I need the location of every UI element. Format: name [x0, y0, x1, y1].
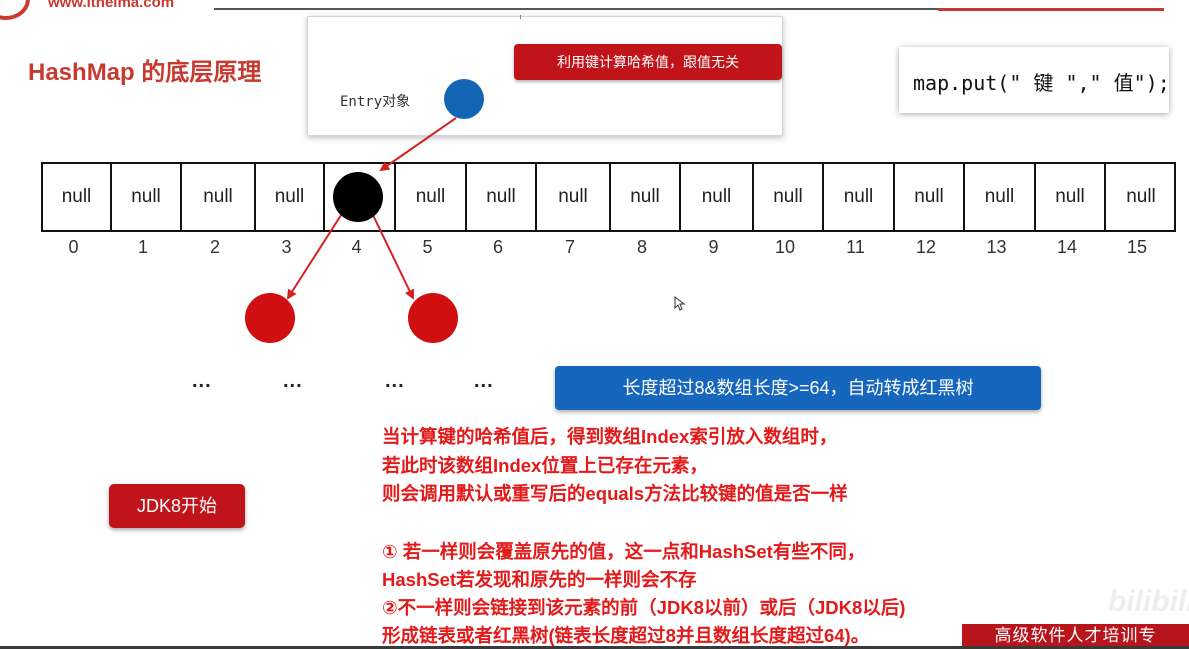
- page-title: HashMap 的底层原理: [28, 59, 262, 86]
- jdk8-badge: JDK8开始: [109, 484, 245, 528]
- watermark: bilibili: [1108, 585, 1189, 618]
- popup-tick: [520, 15, 521, 19]
- array-cell: null: [754, 164, 824, 230]
- header-divider: [214, 8, 1164, 10]
- array-index: 14: [1056, 237, 1078, 257]
- array-index: 13: [986, 237, 1007, 257]
- array-cell: [325, 164, 396, 230]
- array-cell: null: [824, 164, 895, 230]
- array-index: 15: [1126, 237, 1148, 257]
- arrow-entry-to-bucket: [379, 117, 457, 172]
- header-accent-line: [938, 8, 1164, 11]
- array-index: 10: [774, 237, 796, 257]
- bottom-bar: [0, 646, 1189, 649]
- array-index: 6: [492, 237, 504, 257]
- array-index: 0: [68, 237, 79, 257]
- array-index: 2: [209, 237, 221, 257]
- explanation-line: 当计算键的哈希值后，得到数组Index索引放入数组时，: [382, 426, 838, 447]
- code-box: map.put(" 键 "," 值");: [899, 47, 1170, 113]
- array-cell: null: [895, 164, 965, 230]
- entry-popup: Entry对象 利用键计算哈希值，跟值无关: [307, 15, 783, 136]
- array-index: 9: [708, 237, 719, 257]
- footer-banner: 高级软件人才培训专: [962, 624, 1189, 649]
- array-cell: null: [43, 164, 112, 230]
- ellipsis: ...: [192, 370, 212, 392]
- array-cell: null: [965, 164, 1036, 230]
- explanation-line: ②不一样则会链接到该元素的前（JDK8以前）或后（JDK8以后): [382, 597, 906, 618]
- array-index: 4: [351, 237, 362, 257]
- array-cell: null: [112, 164, 182, 230]
- ellipsis: ...: [385, 370, 405, 392]
- mouse-cursor-icon: [674, 296, 686, 311]
- explanation-line: 则会调用默认或重写后的equals方法比较键的值是否一样: [382, 483, 848, 504]
- array-cell: null: [256, 164, 325, 230]
- tree-note: 长度超过8&数组长度>=64，自动转成红黑树: [555, 366, 1041, 410]
- array-cell: null: [467, 164, 537, 230]
- ellipsis: ...: [283, 370, 303, 392]
- array-index: 8: [636, 237, 648, 257]
- code-text: map.put(" 键 "," 值");: [913, 71, 1170, 95]
- site-url: www.itheima.com: [48, 0, 175, 11]
- array-index: 1: [137, 237, 149, 257]
- explanation-line: 形成链表或者红黑树(链表长度超过8并且数组长度超过64)。: [382, 625, 870, 646]
- explanation-line: HashSet若发现和原先的一样则会不存: [382, 569, 697, 590]
- array-index: 12: [915, 237, 937, 257]
- array-cell: null: [611, 164, 681, 230]
- hash-note: 利用键计算哈希值，跟值无关: [514, 44, 782, 80]
- entry-label: Entry对象: [340, 94, 411, 110]
- array-cell: null: [681, 164, 754, 230]
- chain-node-right: [408, 293, 458, 343]
- ellipsis: ...: [474, 370, 494, 392]
- arrow-bucket-to-right-node: [371, 212, 415, 300]
- array-index: 11: [846, 237, 865, 257]
- array-index: 5: [422, 237, 433, 257]
- entry-node: [444, 79, 484, 119]
- array-cell: null: [537, 164, 611, 230]
- bucket-node: [333, 172, 383, 222]
- explanation-line: 若此时该数组Index位置上已存在元素，: [382, 455, 708, 476]
- arrow-bucket-to-left-node: [286, 211, 344, 300]
- array-cell: null: [1126, 186, 1156, 207]
- array-index: 7: [564, 237, 576, 257]
- array-cell: null: [396, 164, 467, 230]
- chain-node-left: [245, 293, 295, 343]
- array-index: 3: [281, 237, 292, 257]
- array-cell: null: [1036, 164, 1106, 230]
- array-cell: null: [182, 164, 256, 230]
- explanation-line: ① 若一样则会覆盖原先的值，这一点和HashSet有些不同，: [382, 541, 866, 562]
